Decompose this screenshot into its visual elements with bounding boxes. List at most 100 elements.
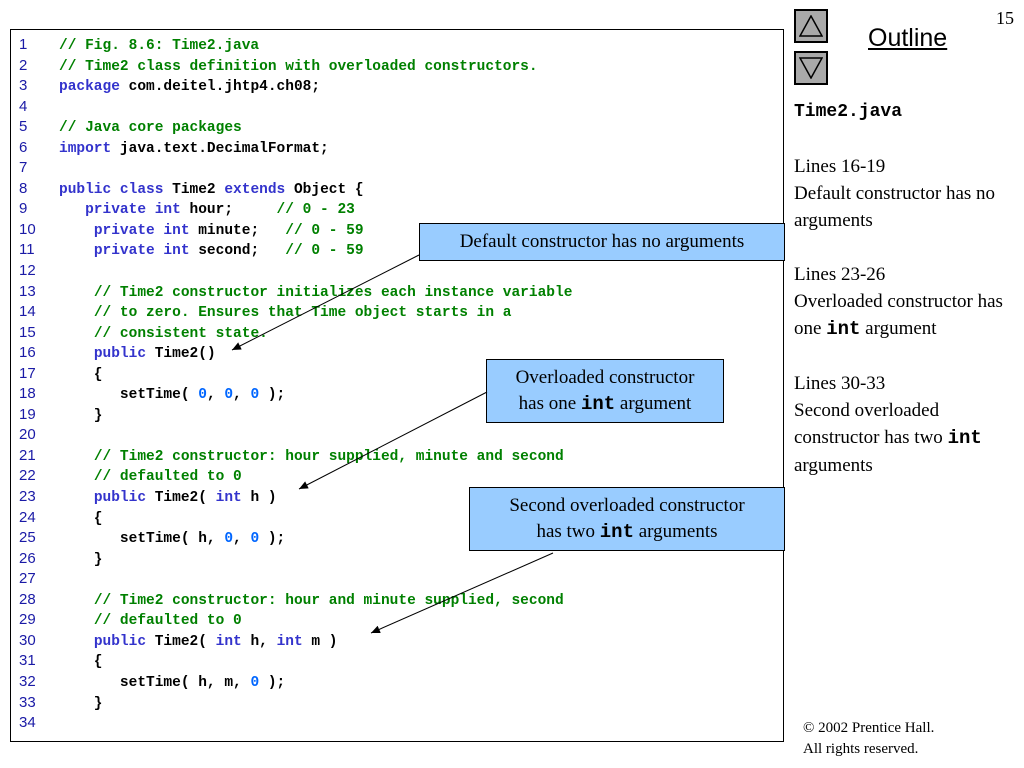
line-number: 3 xyxy=(19,77,28,95)
code-line: 31 { xyxy=(19,651,572,672)
copyright-rights: All rights reserved. xyxy=(803,741,919,757)
triangle-down-icon xyxy=(799,57,823,79)
code-number: 0 xyxy=(198,387,207,404)
line-number: 23 xyxy=(19,488,36,506)
sidebar-note-text: Default constructor has no arguments xyxy=(794,180,1019,234)
code-line: 21 // Time2 constructor: hour supplied, … xyxy=(19,446,572,467)
code-number: 0 xyxy=(224,531,234,548)
line-number: 9 xyxy=(19,200,28,218)
code-line: 9 private int hour; // 0 - 23 xyxy=(19,199,572,220)
code-number: 0 xyxy=(250,387,260,404)
line-number: 1 xyxy=(19,36,28,53)
code-line: 4 xyxy=(19,97,572,118)
line-number: 32 xyxy=(19,672,36,690)
code-comment: // to zero. Ensures that Time object sta… xyxy=(93,305,512,322)
code-keyword: public xyxy=(93,490,147,507)
line-number: 24 xyxy=(19,508,36,526)
outline-title[interactable]: Outline xyxy=(868,24,948,52)
line-number: 22 xyxy=(19,467,36,485)
text: has two xyxy=(536,521,600,542)
code-keyword: public class xyxy=(59,181,164,198)
line-number: 15 xyxy=(19,323,36,341)
sidebar-note-text: Overloaded constructor has one int argum… xyxy=(794,288,1019,343)
code-text: com.deitel.jhtp4.ch08; xyxy=(119,79,321,96)
code-text: ); xyxy=(259,531,286,548)
code-text: } xyxy=(59,695,103,712)
line-number: 19 xyxy=(19,405,36,423)
code-line: 16 public Time2() xyxy=(19,343,572,364)
code-keyword: public xyxy=(93,346,147,363)
code-text: { xyxy=(59,510,103,527)
code-line: 27 xyxy=(19,569,572,590)
code-text: , xyxy=(206,387,225,404)
text: Overloaded constructor has one xyxy=(794,291,1003,339)
code-text: Time2( xyxy=(146,490,216,507)
code-line: 14 // to zero. Ensures that Time object … xyxy=(19,302,572,323)
code-line: 12 xyxy=(19,261,572,282)
line-number: 33 xyxy=(19,693,36,711)
arrow-two-int-constructor xyxy=(370,552,554,634)
code-text: m ) xyxy=(302,633,338,650)
code-text: minute; xyxy=(189,222,286,239)
code-line: 32 setTime( h, m, 0 ); xyxy=(19,672,572,693)
code-line: 13 // Time2 constructor initializes each… xyxy=(19,282,572,303)
code-keyword: package xyxy=(59,79,120,96)
arrow-default-constructor xyxy=(231,254,420,351)
text: Default constructor has no arguments xyxy=(459,231,745,252)
code-comment: // Fig. 8.6: Time2.java xyxy=(59,38,260,54)
code-keyword: int xyxy=(276,633,303,650)
sidebar-note-lines: Lines 23-26 xyxy=(794,264,886,285)
line-number: 18 xyxy=(19,385,36,403)
code-comment: // Time2 constructor: hour and minute su… xyxy=(93,592,564,609)
code-keyword: int xyxy=(215,633,242,650)
code-text: Time2( xyxy=(146,633,216,650)
code-text: second; xyxy=(189,243,286,260)
code-line: 2// Time2 class definition with overload… xyxy=(19,56,572,77)
line-number: 29 xyxy=(19,611,36,629)
code-number: 0 xyxy=(224,387,234,404)
line-number: 11 xyxy=(19,241,35,259)
code-line: 23 public Time2( int h ) xyxy=(19,487,572,508)
code-number: 0 xyxy=(250,531,260,548)
code-line: 34 xyxy=(19,713,572,734)
code-comment: // 0 - 23 xyxy=(276,202,355,219)
code-text: java.text.DecimalFormat; xyxy=(111,140,329,157)
keyword-text: int xyxy=(947,427,982,449)
code-text: ); xyxy=(259,674,286,691)
code-line: 10 private int minute; // 0 - 59 xyxy=(19,220,572,241)
line-number: 7 xyxy=(19,159,28,177)
line-number: 28 xyxy=(19,590,36,608)
previous-slide-button[interactable] xyxy=(794,9,828,43)
code-line: 18 setTime( 0, 0, 0 ); xyxy=(19,384,572,405)
line-number: 25 xyxy=(19,529,36,547)
line-number: 34 xyxy=(19,714,36,732)
code-line: 20 xyxy=(19,425,572,446)
page-number: 15 xyxy=(996,8,1014,28)
code-comment: // defaulted to 0 xyxy=(93,469,242,486)
callout-default-constructor: Default constructor has no arguments xyxy=(419,223,785,261)
line-number: 4 xyxy=(19,97,28,115)
next-slide-button[interactable] xyxy=(794,51,828,85)
code-keyword: public xyxy=(93,633,147,650)
code-line: 1 // Fig. 8.6: Time2.java xyxy=(19,35,572,56)
code-text: { xyxy=(59,654,103,671)
code-keyword: import xyxy=(59,140,112,157)
keyword-text: int xyxy=(826,318,861,340)
code-line: 3 package com.deitel.jhtp4.ch08; xyxy=(19,76,572,97)
line-number: 27 xyxy=(19,570,36,588)
sidebar-note-text: Second overloaded constructor has two in… xyxy=(794,397,1019,479)
code-line: 17 { xyxy=(19,364,572,385)
line-number: 13 xyxy=(19,282,36,300)
code-comment: // Java core packages xyxy=(59,120,242,137)
text: Overloaded constructor xyxy=(515,367,695,388)
line-number: 14 xyxy=(19,303,36,321)
sidebar-note-lines: Lines 30-33 xyxy=(794,373,886,394)
code-comment: // 0 - 59 xyxy=(285,243,364,260)
code-text: hour; xyxy=(180,202,277,219)
code-keyword: private int xyxy=(85,202,181,219)
text: argument xyxy=(860,318,937,339)
line-number: 10 xyxy=(19,220,36,238)
